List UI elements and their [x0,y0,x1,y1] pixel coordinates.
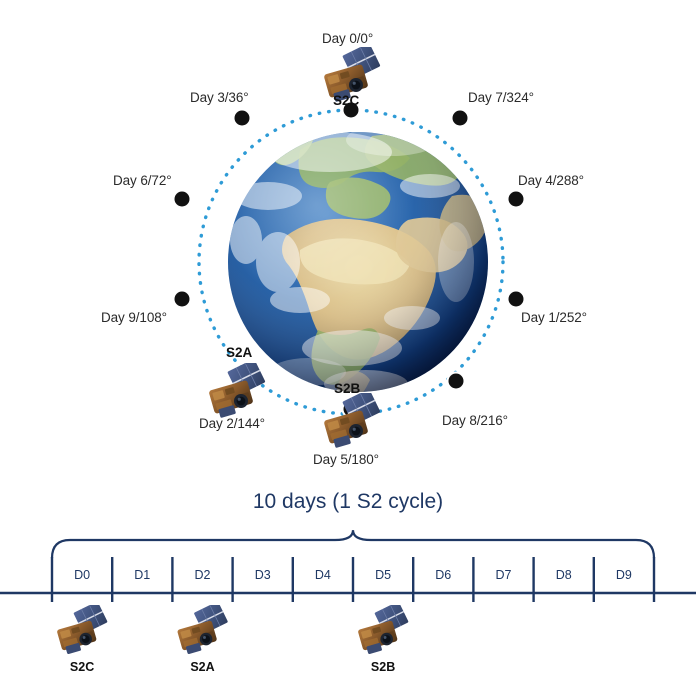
orbit-node-dot-day3[interactable] [234,110,250,126]
timeline-satellite-icons [55,601,411,656]
orbit-satellite-name-s2c: S2C [333,93,360,108]
orbit-node-dot-day1[interactable] [508,291,524,307]
timeline-day-d4[interactable]: D4 [314,568,331,582]
timeline-day-d0[interactable]: D0 [74,568,91,582]
timeline-day-d6[interactable]: D6 [435,568,452,582]
timeline-canvas [0,529,696,656]
orbit-node-label-day6: Day 6/72° [113,173,172,188]
orbit-node-label-day0: Day 0/0° [322,31,374,46]
timeline-satellite-icon-s2a[interactable] [175,601,230,656]
timeline-day-d8[interactable]: D8 [555,568,572,582]
orbit-diagram: S2C Day 0/0° Day 3/36° Day 6/72° Day 9/108° S… [101,31,587,467]
satellite-icon-s2b[interactable] [320,393,384,451]
orbit-node-label-day2: Day 2/144° [199,416,265,431]
earth-globe [228,132,488,392]
cycle-brace-path [50,529,656,560]
orbit-satellite-name-s2b: S2B [334,381,361,396]
orbit-canvas [172,100,526,419]
timeline-day-d7[interactable]: D7 [495,568,512,582]
orbit-node-label-day5: Day 5/180° [313,452,379,467]
cycle-brace [50,529,656,560]
orbit-satellite-name-s2a: S2A [226,345,253,360]
orbit-node-label-day9: Day 9/108° [101,310,167,325]
timeline-diagram: 10 days (1 S2 cycle) [0,480,696,693]
timeline-satellite-icon-s2b[interactable] [356,601,411,656]
timeline-satellite-icon-s2c[interactable] [55,601,110,656]
timeline-axis [0,557,696,602]
timeline-day-d5[interactable]: D5 [375,568,392,582]
timeline-satellite-name-s2a: S2A [190,660,215,674]
timeline-day-d1[interactable]: D1 [134,568,151,582]
orbit-node-dot-day4[interactable] [508,191,524,207]
timeline-day-d2[interactable]: D2 [194,568,211,582]
orbit-node-label-day7: Day 7/324° [468,90,534,105]
orbit-node-dot-day7[interactable] [452,110,468,126]
timeline-satellite-name-s2c: S2C [69,660,95,674]
orbit-node-dots [172,100,526,419]
orbit-node-dot-day0[interactable] [343,102,359,118]
orbit-node-label-day3: Day 3/36° [190,90,249,105]
timeline-satellite-name-s2b: S2B [370,660,396,674]
orbit-node-dot-day8[interactable] [448,373,464,389]
orbit-node-label-day4: Day 4/288° [518,173,584,188]
timeline-day-d3[interactable]: D3 [254,568,271,582]
orbit-node-dot-day9[interactable] [174,291,190,307]
orbit-node-label-day8: Day 8/216° [442,413,508,428]
cycle-duration-title: 10 days (1 S2 cycle) [252,490,444,513]
satellite-icon-s2a[interactable] [205,363,269,421]
timeline-day-d9[interactable]: D9 [615,568,632,582]
orbit-node-dot-day6[interactable] [174,191,190,207]
orbit-node-label-day1: Day 1/252° [521,310,587,325]
